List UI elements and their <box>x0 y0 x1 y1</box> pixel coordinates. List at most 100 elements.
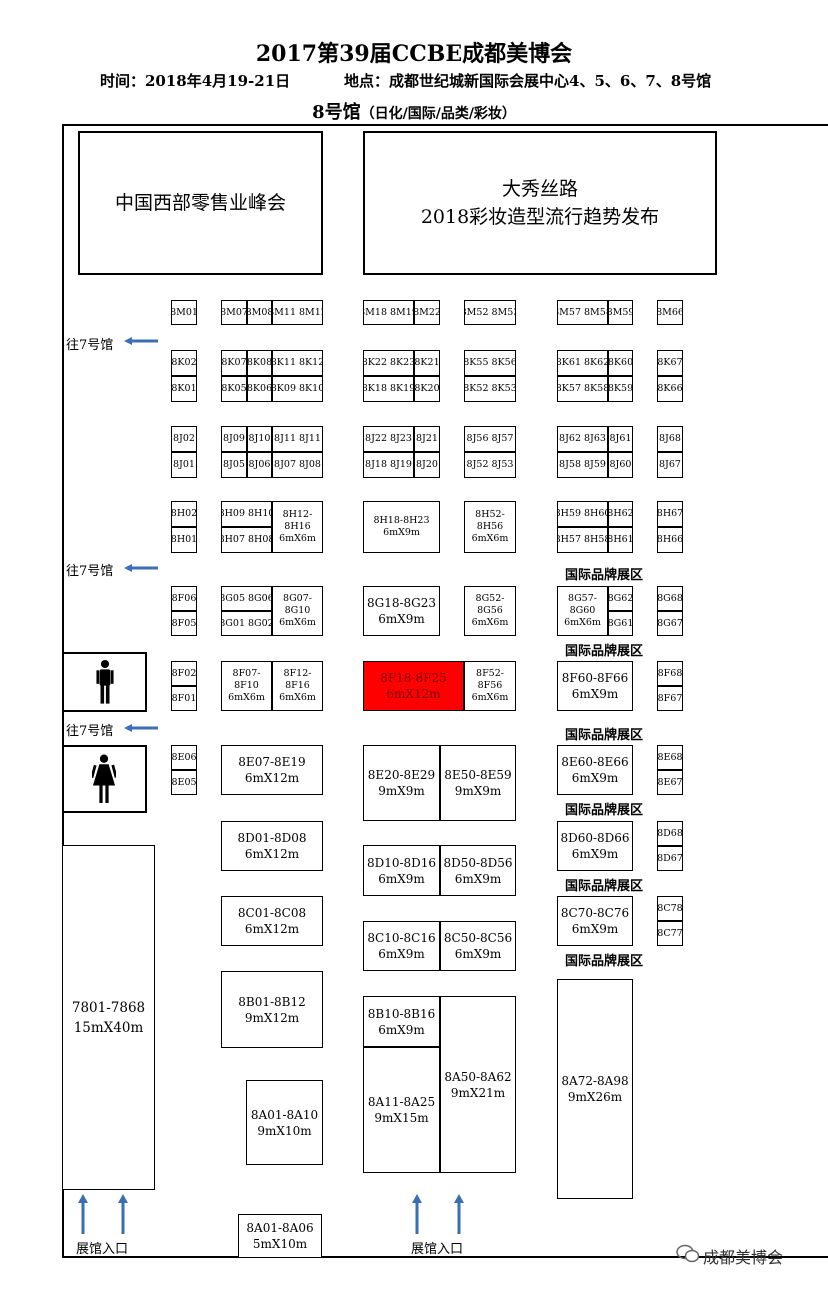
booth[interactable]: 8H59 8H60 <box>557 501 608 527</box>
booth[interactable]: 8J18 8J19 <box>363 452 414 478</box>
booth[interactable]: 8H02 <box>171 501 197 527</box>
booth[interactable]: 8K22 8K23 <box>363 350 414 376</box>
booth[interactable]: 8K02 <box>171 350 197 376</box>
booth[interactable]: 8E05 <box>171 770 197 795</box>
booth[interactable]: 8K05 <box>221 376 247 402</box>
booth[interactable]: 8K60 <box>608 350 633 376</box>
booth[interactable]: 8K08 <box>247 350 272 376</box>
booth[interactable]: 8H67 <box>657 501 683 527</box>
booth[interactable]: 8J58 8J59 <box>557 452 608 478</box>
booth[interactable]: 8J09 <box>221 426 247 452</box>
booth[interactable]: 8F06 <box>171 586 197 611</box>
booth[interactable]: 8J02 <box>171 426 197 452</box>
booth[interactable]: 8C78 <box>657 896 683 921</box>
booth[interactable]: 8H62 <box>608 501 633 527</box>
booth[interactable]: 8F05 <box>171 611 197 636</box>
booth[interactable]: 8G62 <box>608 586 633 611</box>
booth[interactable]: 8K21 <box>414 350 440 376</box>
booth[interactable]: 8K06 <box>247 376 272 402</box>
booth[interactable]: 8J06 <box>247 452 272 478</box>
booth[interactable]: 8J05 <box>221 452 247 478</box>
booth[interactable]: 8F01 <box>171 686 197 711</box>
booth[interactable]: 8E68 <box>657 745 683 770</box>
booth[interactable]: 8G61 <box>608 611 633 636</box>
booth[interactable]: 8M22 <box>414 300 440 325</box>
booth[interactable]: 8K59 <box>608 376 633 402</box>
booth[interactable]: 8H01 <box>171 527 197 553</box>
booth[interactable]: 8M11 8M12 <box>272 300 323 325</box>
booth[interactable]: 8J56 8J57 <box>464 426 516 452</box>
silk-road-zone[interactable]: 大秀丝路 2018彩妆造型流行趋势发布 <box>363 131 717 275</box>
booth[interactable]: 8J67 <box>657 452 683 478</box>
booth[interactable]: 8M59 <box>608 300 633 325</box>
booth[interactable]: 8D67 <box>657 846 683 871</box>
booth[interactable]: 8G05 8G06 <box>221 586 272 611</box>
booth[interactable]: 8F68 <box>657 661 683 686</box>
booth[interactable]: 8M66 <box>657 300 683 325</box>
booth[interactable]: 8J11 8J11 <box>272 426 323 452</box>
booth[interactable]: 8K52 8K53 <box>464 376 516 402</box>
booth[interactable]: 8J22 8J23 <box>363 426 414 452</box>
booth[interactable]: 8K18 8K19 <box>363 376 414 402</box>
booth[interactable]: 8C77 <box>657 921 683 946</box>
booth[interactable]: 8K61 8K62 <box>557 350 608 376</box>
booth[interactable]: 8M08 <box>247 300 272 325</box>
booth[interactable]: 8K67 <box>657 350 683 376</box>
booth[interactable]: 8G01 8G02 <box>221 611 272 636</box>
booth[interactable]: 8J20 <box>414 452 440 478</box>
booth[interactable]: 8G67 <box>657 611 683 636</box>
booth[interactable]: 8J21 <box>414 426 440 452</box>
booth[interactable]: 8F67 <box>657 686 683 711</box>
summit-zone[interactable]: 中国西部零售业峰会 <box>78 131 323 275</box>
booth[interactable]: 8H61 <box>608 527 633 553</box>
booth[interactable]: 8J52 8J53 <box>464 452 516 478</box>
booth[interactable]: 8K07 <box>221 350 247 376</box>
booth[interactable]: 8K57 8K58 <box>557 376 608 402</box>
booth[interactable]: 8E06 <box>171 745 197 770</box>
booth[interactable]: 8K11 8K12 <box>272 350 323 376</box>
booth[interactable]: 8K55 8K56 <box>464 350 516 376</box>
booth[interactable]: 8J68 <box>657 426 683 452</box>
booth[interactable]: 8E67 <box>657 770 683 795</box>
booth[interactable]: 8J62 8J63 <box>557 426 608 452</box>
booth[interactable]: 8M52 8M53 <box>464 300 516 325</box>
booth[interactable]: 8K20 <box>414 376 440 402</box>
booth[interactable]: 8K01 <box>171 376 197 402</box>
booth[interactable]: 8K66 <box>657 376 683 402</box>
booth[interactable]: 8J60 <box>608 452 633 478</box>
booth[interactable]: 8M01 <box>171 300 197 325</box>
booth[interactable]: 8M07 <box>221 300 247 325</box>
booth[interactable]: 8D68 <box>657 821 683 846</box>
booth[interactable]: 8F02 <box>171 661 197 686</box>
